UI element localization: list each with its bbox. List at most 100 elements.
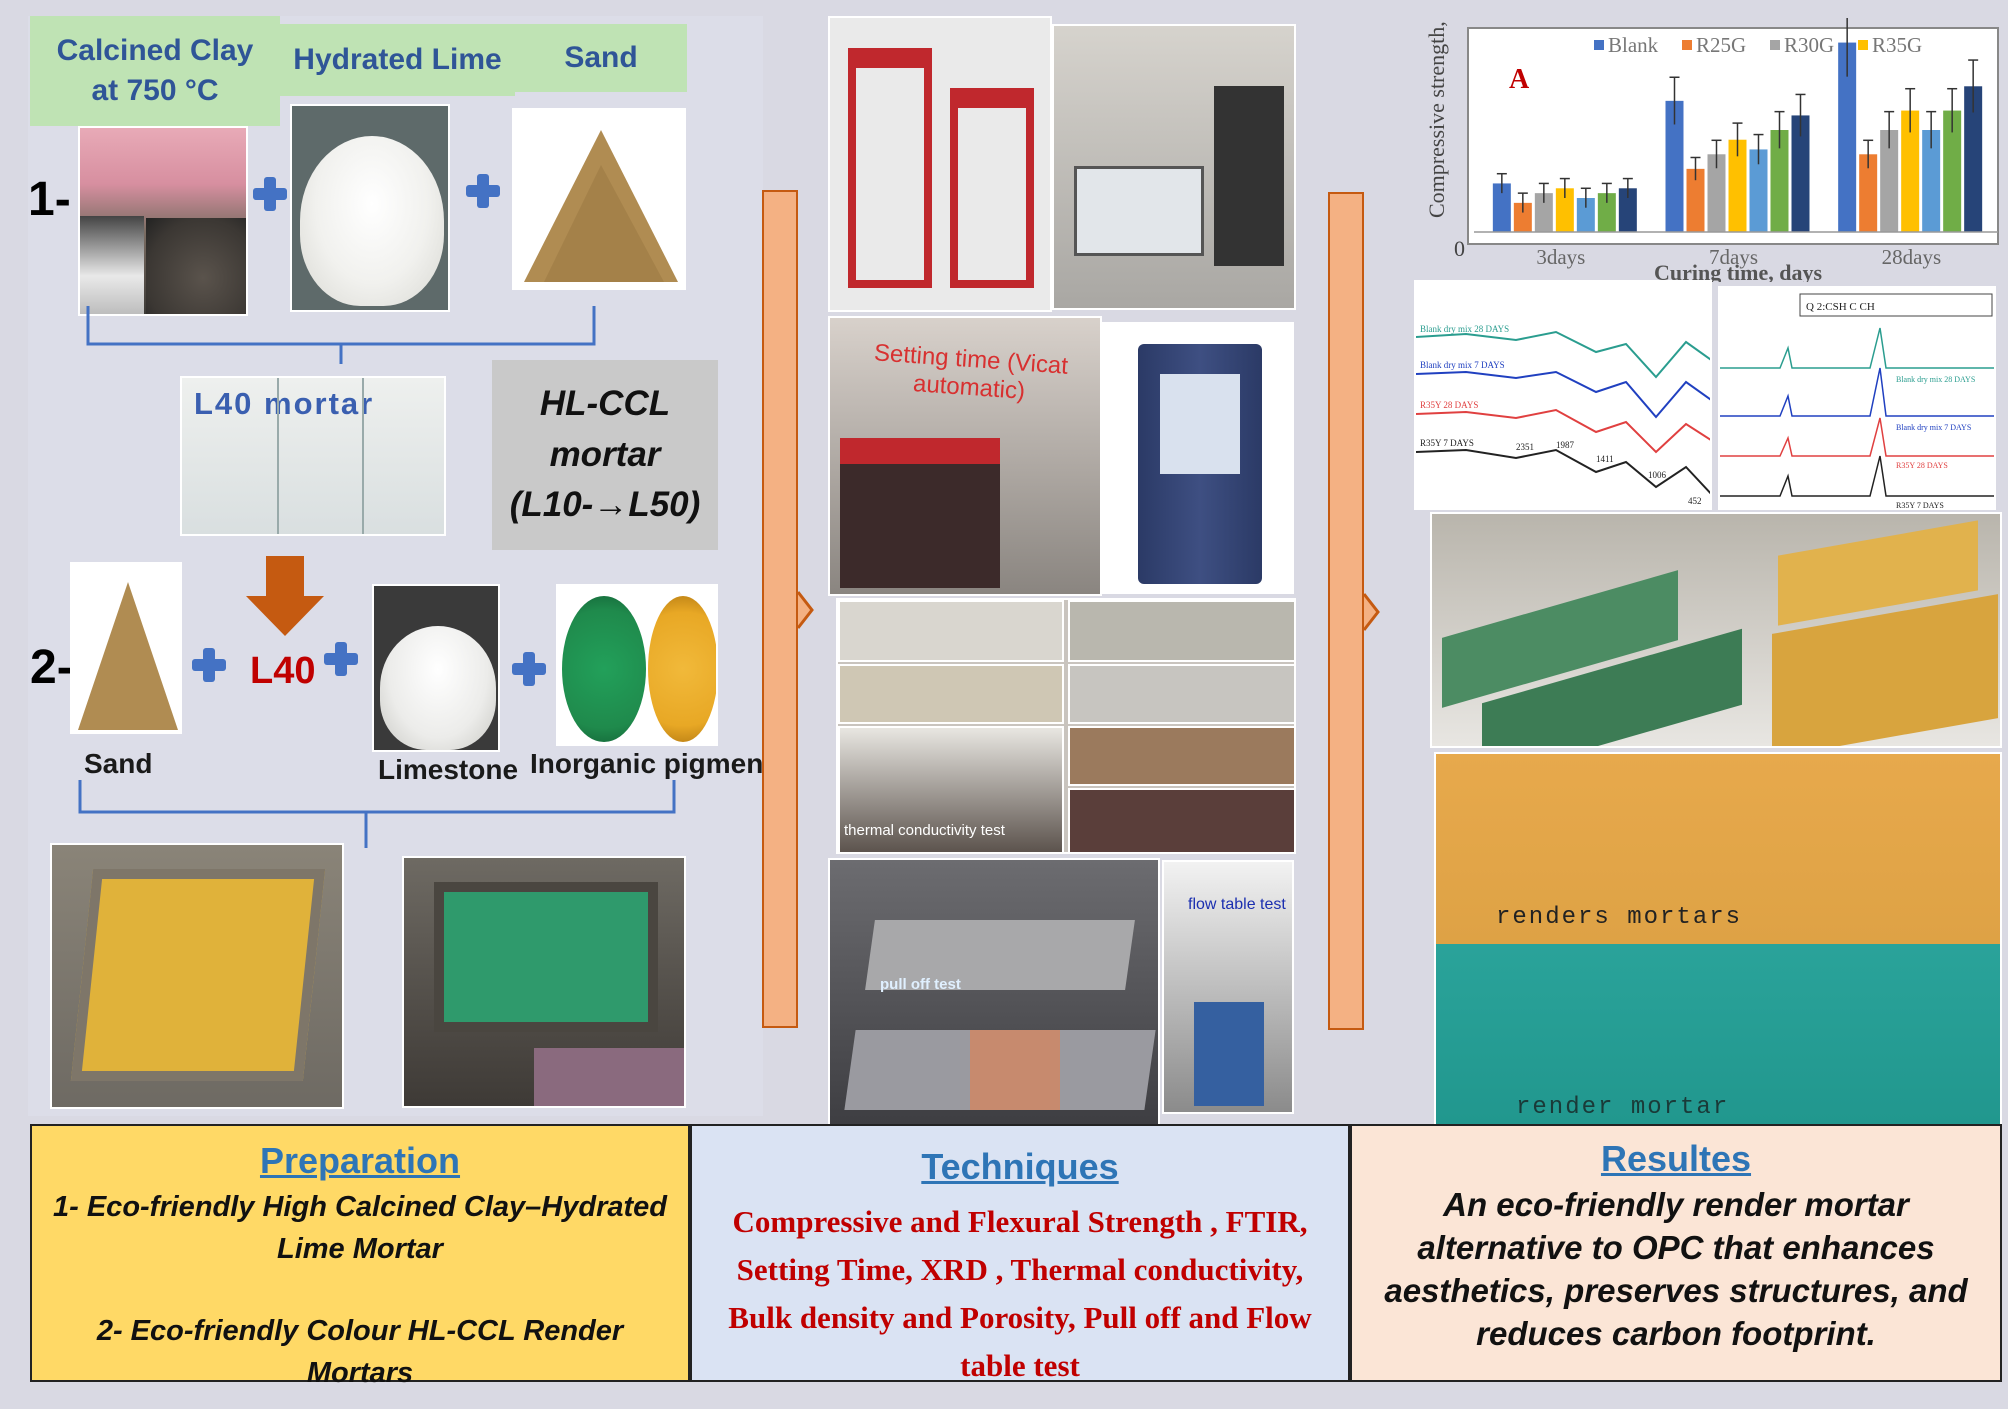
yellow-render-surface: renders mortars — [1436, 754, 2000, 944]
sand-photo — [512, 108, 686, 290]
xrd-legend: Q 2:CSH C CH — [1806, 301, 1875, 313]
bar-Blank-28days — [1838, 42, 1857, 232]
x-tick-label: 3days — [1536, 245, 1585, 269]
green-render-panel-photo — [402, 856, 686, 1108]
compressive-strength-chart: A 0 Compressive strength, MPa Curing tim… — [1414, 0, 2002, 285]
xrd-label: Blank dry mix 28 DAYS — [1896, 375, 1975, 384]
results-text: An eco-friendly render mortar alternativ… — [1384, 1186, 1968, 1352]
legend-label: Blank — [1608, 33, 1659, 57]
bar-R35G-7days — [1728, 139, 1747, 232]
preparation-line1: 1- Eco-friendly High Calcined Clay–Hydra… — [53, 1191, 667, 1266]
ftir-label: Blank dry mix 28 DAYS — [1420, 324, 1509, 334]
step-1-number: 1- — [28, 173, 71, 226]
limestone-caption: Limestone — [378, 754, 519, 785]
ftir-peak: 1987 — [1556, 440, 1575, 450]
render-bars-photo — [1430, 512, 2002, 748]
thermal-conductivity-photo: thermal conductivity test — [836, 598, 1296, 854]
bar-series-6-3days — [1618, 188, 1637, 232]
xrd-patterns-canvas: Q 2:CSH C CH Blank dry mix 28 DAYS Blank… — [1720, 293, 1994, 510]
sand-tag: Sand — [515, 24, 687, 92]
render-mortar-caption: render mortar — [1516, 1094, 1730, 1121]
vicat-setting-time-photo: Setting time (Vicat automatic) — [828, 316, 1102, 596]
panel-label: A — [1509, 64, 1530, 95]
bar-Blank-3days — [1492, 183, 1511, 232]
legend-label: R35G — [1872, 33, 1922, 57]
plus-icon — [253, 177, 287, 211]
plus-icon — [512, 652, 546, 686]
machine-frame — [950, 88, 1034, 288]
ftir-peak: 2351 — [1516, 442, 1534, 452]
x-tick-label: 7days — [1709, 245, 1758, 269]
legend-swatch — [1770, 40, 1780, 50]
green-render-surface: render mortar — [1436, 944, 2000, 1124]
bracket-step1 — [86, 306, 596, 364]
pull-off-test-photo: pull off test — [828, 858, 1160, 1126]
techniques-text: Compressive and Flexural Strength , FTIR… — [728, 1204, 1312, 1384]
machine-frame — [848, 48, 932, 288]
xrd-patterns-plot: Q 2:CSH C CH Blank dry mix 28 DAYS Blank… — [1718, 286, 1996, 510]
flow-arrow-left — [762, 190, 798, 1028]
bar-R25G-28days — [1859, 154, 1878, 232]
pull-off-caption: pull off test — [880, 976, 961, 993]
l40-label: L40 — [250, 650, 316, 692]
furnace-photo — [80, 216, 144, 314]
bar-series-6-7days — [1791, 115, 1810, 232]
bar-series-4-3days — [1576, 198, 1595, 232]
ftir-label: R35Y 28 DAYS — [1420, 400, 1478, 410]
setting-time-caption: Setting time (Vicat automatic) — [873, 339, 1069, 405]
x-tick-label: 28days — [1882, 245, 1942, 269]
purple-tray — [534, 1048, 684, 1106]
bar-R30G-7days — [1707, 154, 1726, 232]
green-pigment — [562, 596, 646, 742]
bar-R25G-3days — [1513, 202, 1532, 232]
thermal-caption: thermal conductivity test — [844, 822, 1005, 839]
bar-series-4-7days — [1749, 149, 1768, 232]
render-surfaces-photo: renders mortars render mortar — [1434, 752, 2002, 1126]
plus-icon — [466, 174, 500, 208]
lime-pile — [300, 136, 444, 306]
results-title: Resultes — [1600, 1138, 1752, 1179]
microscope-unit — [1214, 86, 1284, 266]
bars-group — [1474, 7, 1998, 233]
legend-swatch — [1594, 40, 1604, 50]
pigments-photo — [556, 584, 718, 746]
limestone-photo — [372, 584, 500, 752]
bar-Blank-7days — [1665, 100, 1684, 232]
ftir-spectra-plot: Blank dry mix 28 DAYS Blank dry mix 7 DA… — [1414, 280, 1712, 510]
ftir-label: R35Y 7 DAYS — [1420, 438, 1474, 448]
flow-table-test-photo: flow table test — [1162, 860, 1294, 1114]
y-axis-label: Compressive strength, MPa — [1424, 18, 1449, 218]
preparation-title: Preparation — [259, 1140, 461, 1181]
hydrated-lime-label: Hydrated Lime — [293, 42, 502, 76]
xrd-window — [1160, 374, 1240, 474]
bar-series-5-3days — [1597, 193, 1616, 232]
sand-label: Sand — [564, 40, 638, 74]
chevron-right-icon — [1362, 593, 1380, 631]
ftir-peak: 1411 — [1596, 454, 1614, 464]
xrd-label: R35Y 7 DAYS — [1896, 501, 1944, 510]
vicat-device — [840, 438, 1000, 588]
bar-series-5-28days — [1943, 110, 1962, 232]
ftir-spectra-canvas: Blank dry mix 28 DAYS Blank dry mix 7 DA… — [1416, 324, 1710, 506]
techniques-box: Techniques Compressive and Flexural Stre… — [690, 1124, 1350, 1383]
divider-line — [362, 378, 364, 534]
calcined-clay-label: Calcined Clay at 750 °C — [56, 33, 254, 108]
sand-caption: Sand — [84, 748, 153, 779]
legend-swatch — [1858, 40, 1868, 50]
pigments-caption: Inorganic pigments — [530, 748, 789, 779]
sample-cell — [1068, 664, 1294, 724]
flow-arrow-right — [1328, 192, 1364, 1030]
ftir-peak: 452 — [1688, 496, 1702, 506]
legend-label: R30G — [1784, 33, 1834, 57]
preparation-box: Preparation 1- Eco-friendly High Calcine… — [30, 1124, 690, 1389]
bar-R30G-3days — [1534, 193, 1553, 232]
ftir-unit — [1074, 166, 1204, 256]
flow-table-device — [1194, 1002, 1264, 1106]
sample-cell — [1068, 726, 1294, 786]
bar-series-6-28days — [1964, 86, 1983, 233]
sample-cell — [838, 726, 1064, 852]
bar-R30G-28days — [1880, 130, 1899, 232]
preparation-line2: 2- Eco-friendly Colour HL-CCL Render Mor… — [96, 1315, 624, 1390]
hydrated-lime-photo — [290, 104, 450, 312]
sand-photo-2 — [70, 562, 182, 734]
